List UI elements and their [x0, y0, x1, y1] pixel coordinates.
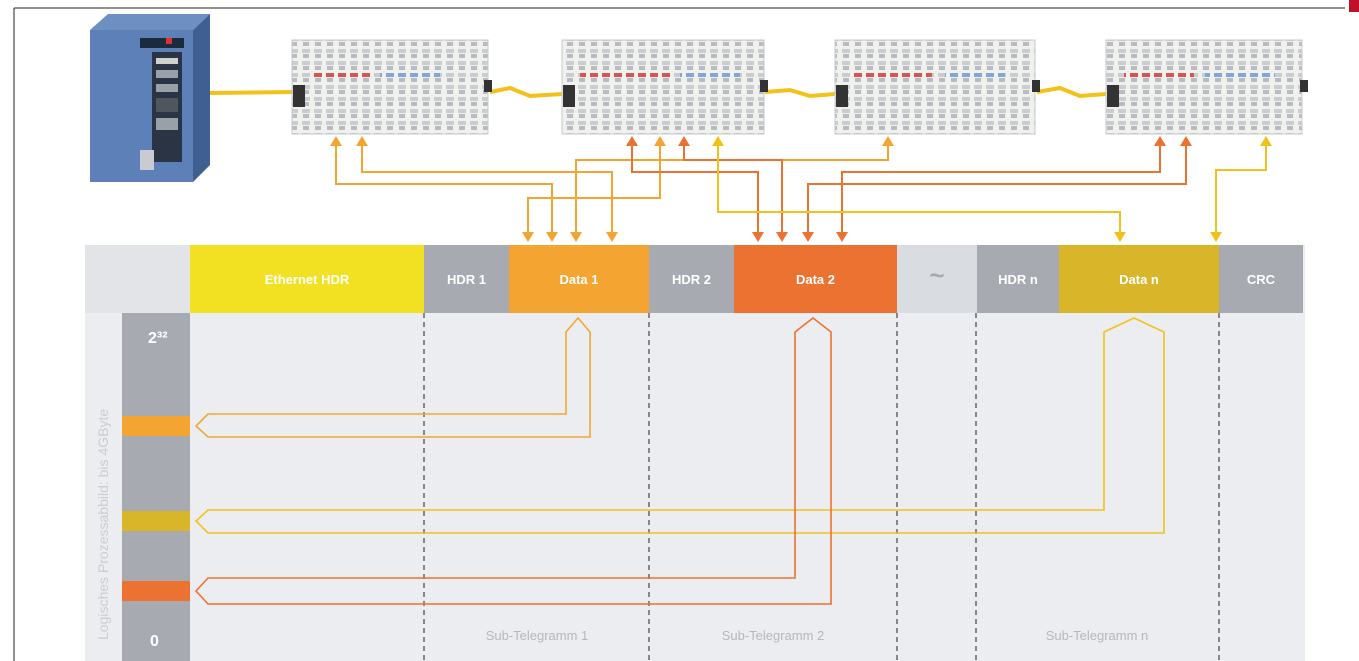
corner-accent [1349, 0, 1359, 12]
arrowheads-up [330, 136, 1272, 146]
telegram-frame: Ethernet HDR HDR 1 Data 1 HDR 2 Data 2 ~ HDR n… [190, 245, 1303, 313]
telegram-cell-hdr-1 [424, 245, 509, 313]
process-image-mapping [194, 316, 1165, 605]
telegram-label-crc: CRC [1247, 272, 1276, 287]
process-image-scale [122, 313, 190, 661]
telegram-corner [85, 245, 190, 313]
telegram-cell-data-1 [509, 245, 649, 313]
terminal-block-3 [834, 39, 1040, 135]
industrial-pc [90, 14, 210, 182]
scale-top-label: 2³² [148, 330, 168, 347]
telegram-cell-crc [1219, 245, 1303, 313]
telegram-cell-hdr-n [977, 245, 1059, 313]
process-image-axis-label: Logisches Prozessabbild: bis 4GByte [95, 409, 111, 640]
telegram-label-hdr-2: HDR 2 [672, 272, 711, 287]
process-image-segment-data-n [122, 511, 190, 531]
process-image-segment-data-2 [122, 581, 190, 601]
telegram-label-data-1: Data 1 [559, 272, 598, 287]
telegram-cell-ethernet-hdr [190, 245, 424, 313]
telegram-cell-gap [897, 245, 977, 313]
telegram-label-ethernet-hdr: Ethernet HDR [265, 272, 350, 287]
telegram-label-data-2: Data 2 [796, 272, 835, 287]
sub-telegram-label-1: Sub-Telegramm 1 [486, 628, 589, 643]
sub-telegram-label-2: Sub-Telegramm 2 [722, 628, 825, 643]
telegram-label-hdr-n: HDR n [998, 272, 1038, 287]
telegram-cell-data-2 [734, 245, 897, 313]
arrowheads-down [522, 232, 1222, 242]
process-image-segment-data-1 [122, 416, 190, 436]
telegram-label-hdr-1: HDR 1 [447, 272, 486, 287]
terminal-block-4 [1105, 39, 1308, 135]
terminal-block-2 [561, 39, 768, 135]
terminal-block-1 [291, 39, 492, 135]
telegram-cell-hdr-2 [649, 245, 734, 313]
data-routing-lines [330, 136, 1272, 242]
telegram-label-gap: ~ [929, 260, 944, 290]
memory-area [85, 245, 1305, 661]
scale-bottom-label: 0 [150, 633, 159, 650]
sub-telegram-separators [423, 313, 1220, 661]
sub-telegram-label-n: Sub-Telegramm n [1046, 628, 1149, 643]
telegram-cell-data-n [1059, 245, 1219, 313]
ethernet-cables [209, 85, 1107, 99]
telegram-label-data-n: Data n [1119, 272, 1159, 287]
